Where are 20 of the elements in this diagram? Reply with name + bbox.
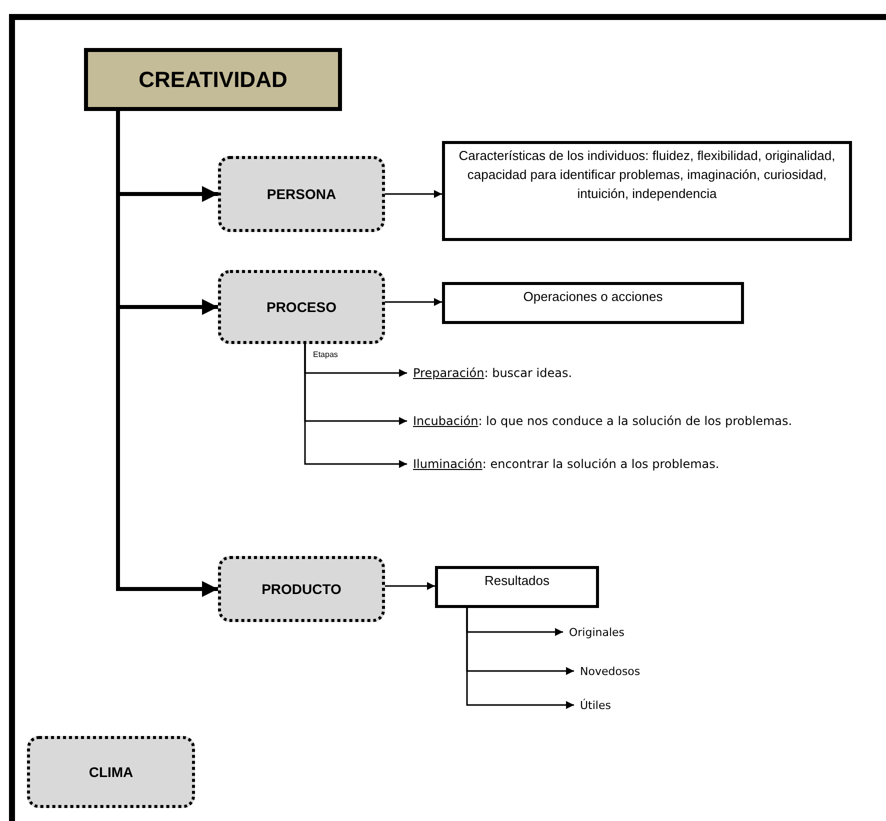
category-box: CLIMA <box>27 736 195 808</box>
category-box: PRODUCTO <box>218 556 385 622</box>
stage-text: Preparación: buscar ideas. <box>413 366 572 380</box>
title-box: CREATIVIDAD <box>84 48 342 111</box>
arrow <box>466 608 574 709</box>
description-box: Características de los individuos: fluidez, flexibilidad, originalidad, capacidad para identificar problemas, imaginación, curiosidad, intuición, independencia <box>442 141 852 241</box>
result-text: Originales <box>569 626 625 638</box>
category-box: PERSONA <box>218 156 385 232</box>
result-text: Útiles <box>580 698 611 712</box>
arrow <box>385 298 442 306</box>
stage-text: Incubación: lo que nos conduce a la solución de los problemas. <box>413 414 792 428</box>
stage-text: Iluminación: encontrar la solución a los problemas. <box>413 457 720 471</box>
description-box: Resultados <box>435 566 599 608</box>
category-box: PROCESO <box>218 270 385 344</box>
arrow <box>385 190 442 198</box>
edge-label: Etapas <box>313 350 338 359</box>
result-text: Novedosos <box>580 664 640 678</box>
arrow <box>304 344 407 468</box>
arrow <box>385 582 435 590</box>
description-box: Operaciones o acciones <box>442 282 744 324</box>
